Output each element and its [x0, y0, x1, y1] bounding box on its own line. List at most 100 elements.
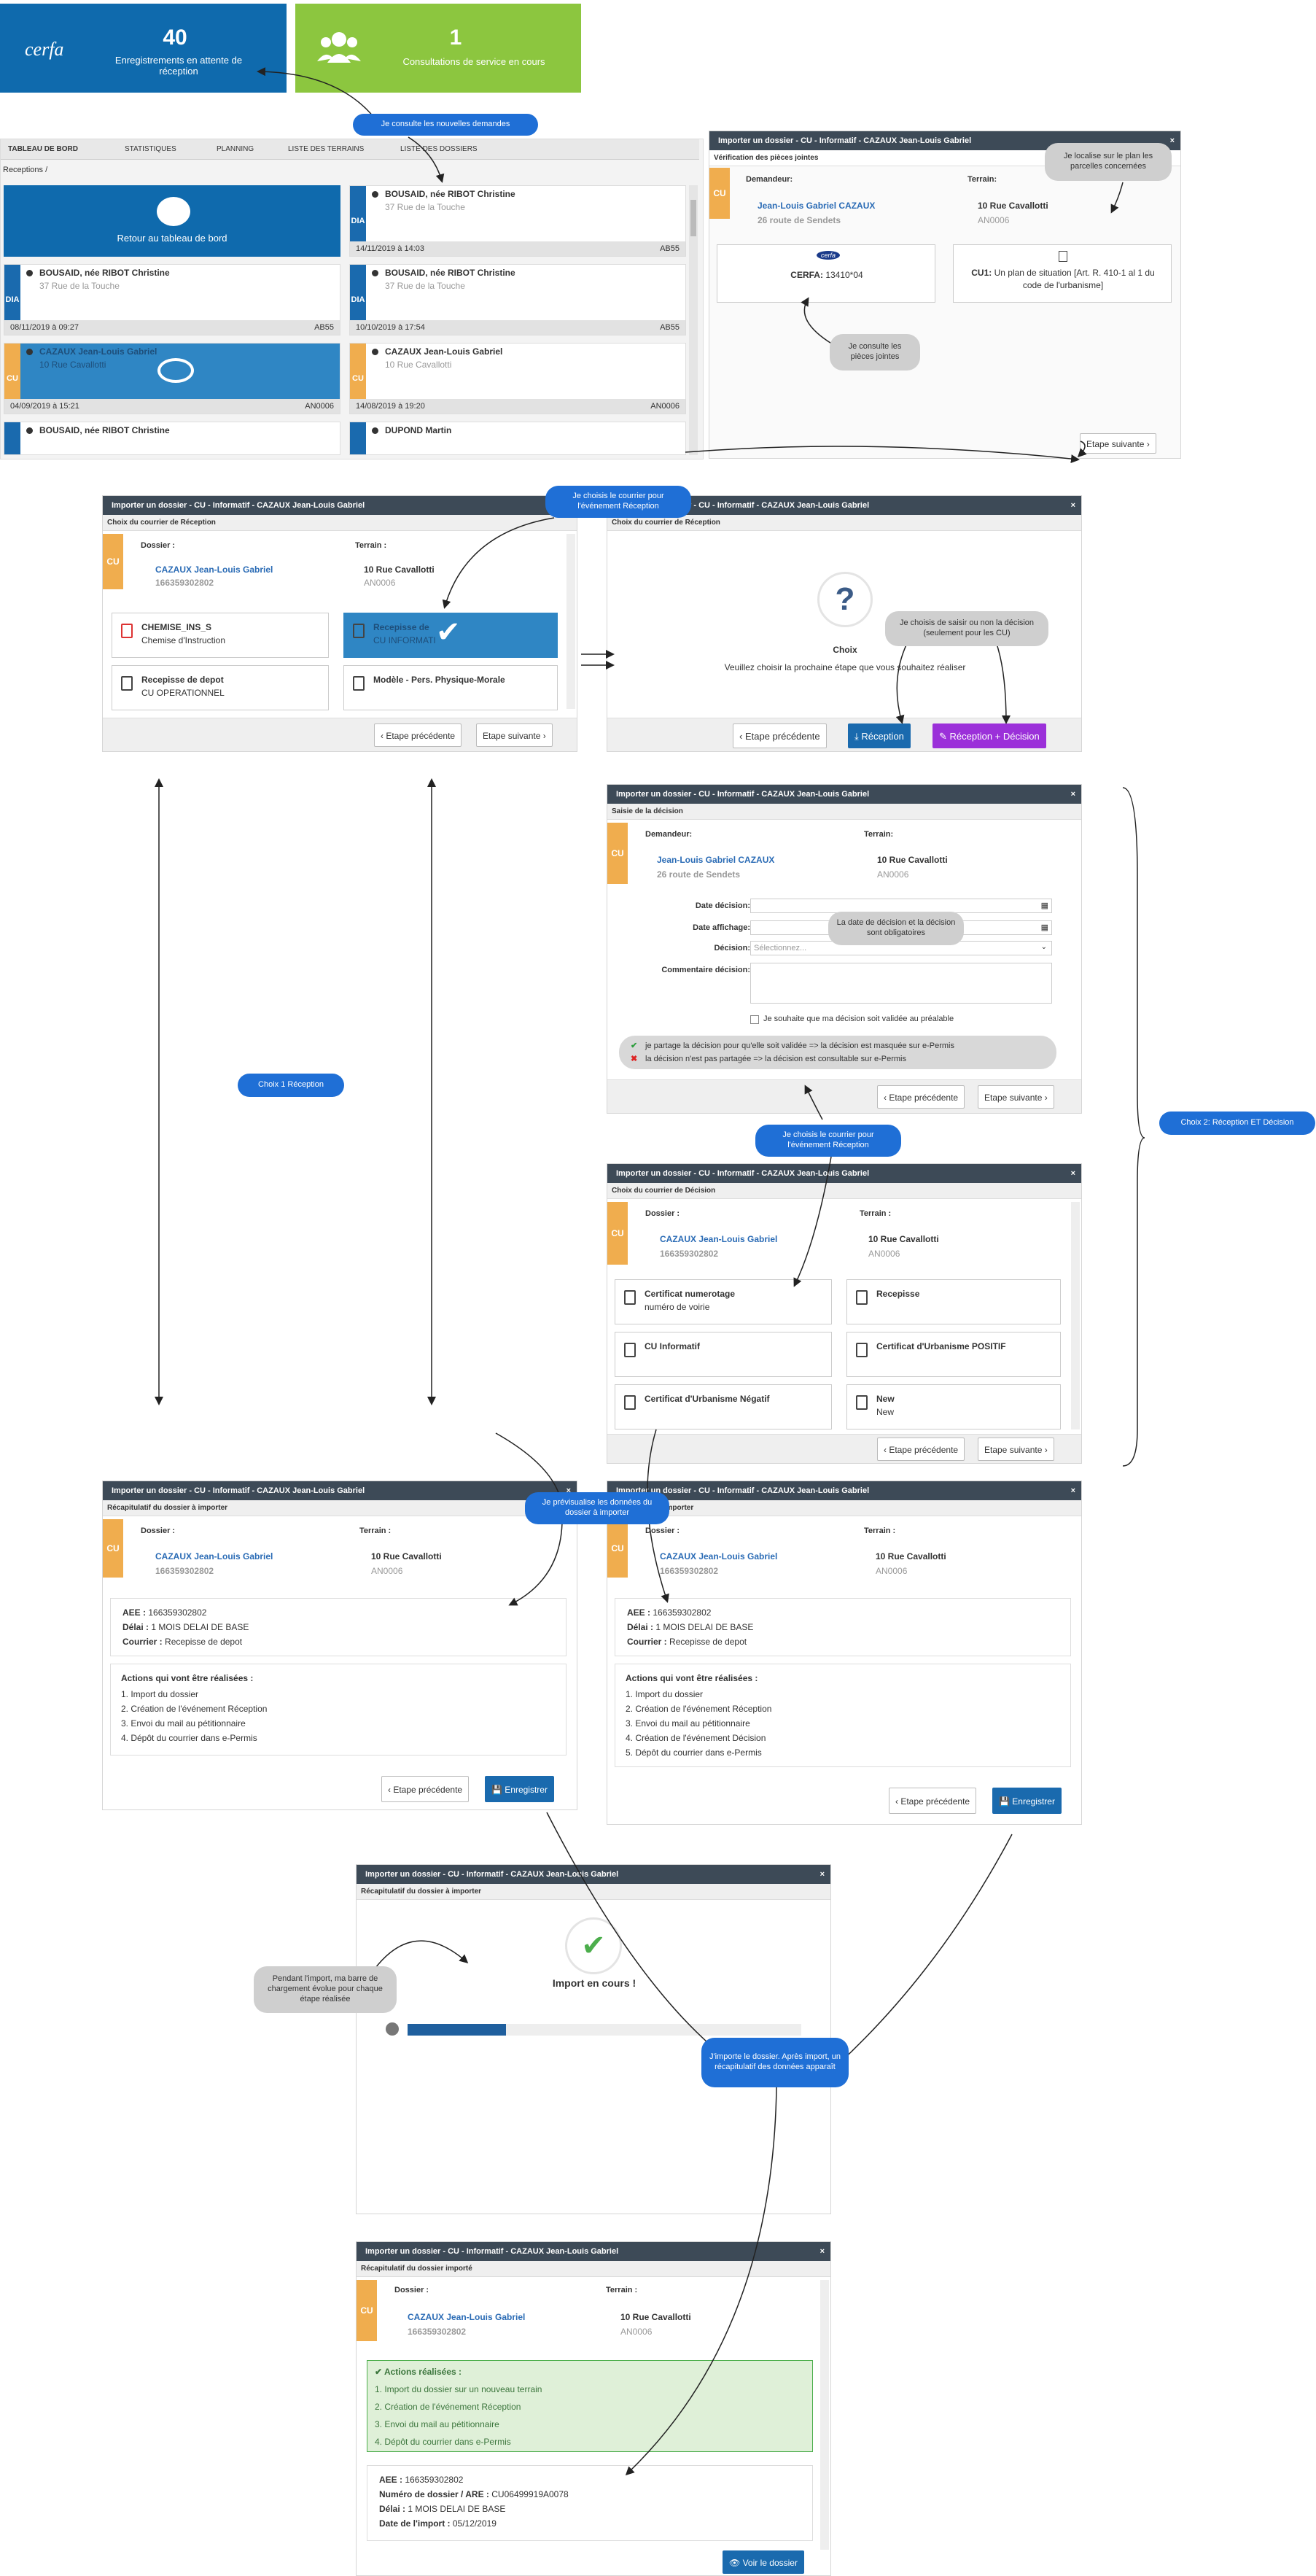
prev-step-button[interactable]: ‹ Etape précédente	[877, 1438, 965, 1461]
type-badge: CU	[4, 344, 20, 414]
tab-planning[interactable]: PLANNING	[217, 145, 254, 153]
document-icon	[121, 676, 133, 691]
dossier-link[interactable]: CAZAUX Jean-Louis Gabriel	[408, 2312, 526, 2322]
note-choix-2: Choix 2: Réception ET Décision	[1159, 1112, 1315, 1135]
demandeur-link[interactable]: Jean-Louis Gabriel CAZAUX	[657, 855, 775, 865]
back-to-dashboard-button[interactable]: Retour au tableau de bord	[4, 185, 340, 257]
close-icon[interactable]: ×	[1169, 136, 1175, 145]
cerfa-label: CERFA:	[790, 270, 823, 280]
courrier-card[interactable]: Recepisse	[846, 1279, 1061, 1324]
courrier-card[interactable]: Certificat d'Urbanisme Négatif	[615, 1384, 832, 1429]
terrain-address: 10 Rue Cavallotti	[364, 565, 435, 575]
type-badge: DIA	[350, 186, 366, 256]
tab-terrains[interactable]: LISTE DES TERRAINS	[288, 145, 365, 153]
modal-recap-reception: Importer un dossier - CU - Informatif - …	[102, 1481, 577, 1810]
close-icon[interactable]: ×	[819, 1870, 825, 1879]
close-icon[interactable]: ×	[566, 1486, 571, 1495]
dossier-link[interactable]: CAZAUX Jean-Louis Gabriel	[155, 565, 273, 575]
modal-subtitle: Récapitulatif du dossier à importer	[357, 1884, 830, 1900]
prev-step-button[interactable]: ‹ Etape précédente	[381, 1776, 470, 1802]
action-item: 3. Envoi du mail au pétitionnaire	[121, 1718, 246, 1729]
tile-ref: AN0006	[305, 402, 334, 411]
demandeur-link[interactable]: Jean-Louis Gabriel CAZAUX	[758, 201, 876, 211]
card-title: Certificat d'Urbanisme POSITIF	[876, 1341, 1006, 1351]
tab-dashboard[interactable]: TABLEAU DE BORD	[8, 145, 78, 153]
close-icon[interactable]: ×	[1070, 1169, 1075, 1178]
tile-ref: AB55	[660, 244, 680, 253]
close-icon[interactable]: ×	[1070, 790, 1075, 799]
cu1-card[interactable]: CU1: Un plan de situation [Art. R. 410-1…	[953, 244, 1172, 303]
next-step-button[interactable]: Etape suivante ›	[978, 1085, 1054, 1109]
prev-step-button[interactable]: ‹ Etape précédente	[374, 723, 462, 747]
view-dossier-label: Voir le dossier	[742, 2558, 798, 2568]
pending-count: 40	[163, 26, 187, 50]
user-icon	[372, 427, 378, 434]
document-icon	[624, 1395, 636, 1410]
tab-statistiques[interactable]: STATISTIQUES	[125, 145, 176, 153]
scrollbar[interactable]	[566, 534, 575, 709]
commentaire-textarea[interactable]	[750, 963, 1052, 1004]
tile-pending-receptions[interactable]: cerfa 40 Enregistrements en attente de r…	[0, 4, 287, 93]
note-nouvelles-demandes: Je consulte les nouvelles demandes	[353, 114, 538, 136]
terrain-label: Terrain :	[359, 1526, 392, 1535]
scrollbar[interactable]	[689, 185, 698, 455]
terrain-ref: AN0006	[877, 869, 909, 880]
commentaire-label: Commentaire décision:	[661, 966, 750, 974]
dossier-tile[interactable]: BOUSAID, née RIBOT Christine	[4, 422, 340, 455]
close-icon[interactable]: ×	[819, 2247, 825, 2256]
prev-step-button[interactable]: ‹ Etape précédente	[877, 1085, 965, 1109]
modal-title: Importer un dossier - CU - Informatif - …	[616, 1169, 870, 1178]
tile-ref: AB55	[660, 323, 680, 332]
close-icon[interactable]: ×	[1070, 501, 1075, 510]
courrier-card[interactable]: Certificat d'Urbanisme POSITIF	[846, 1332, 1061, 1377]
prev-label: Etape précédente	[386, 731, 456, 741]
cu-badge: CU	[607, 823, 628, 884]
tile-date: 04/09/2019 à 15:21	[10, 402, 79, 411]
prev-step-button[interactable]: ‹ Etape précédente	[889, 1788, 977, 1814]
modal-title: Importer un dossier - CU - Informatif - …	[365, 2247, 619, 2256]
dossier-link[interactable]: CAZAUX Jean-Louis Gabriel	[660, 1551, 778, 1561]
courrier-card[interactable]: CU Informatif	[615, 1332, 832, 1377]
view-dossier-button[interactable]: 👁 Voir le dossier	[723, 2550, 804, 2574]
dossier-tile[interactable]: DUPOND Martin	[349, 422, 686, 455]
delai-value: 1 MOIS DELAI DE BASE	[655, 1622, 754, 1632]
note-date-obligatoire: La date de décision et la décision sont …	[828, 912, 964, 945]
prev-step-button[interactable]: ‹ Etape précédente	[733, 723, 827, 748]
calendar-icon: ▦	[1040, 901, 1048, 910]
next-step-button[interactable]: Etape suivante ›	[1080, 433, 1156, 454]
modal-subtitle: Saisie de la décision	[607, 804, 1081, 820]
breadcrumb: Receptions /	[3, 166, 48, 174]
dossier-link[interactable]: CAZAUX Jean-Louis Gabriel	[660, 1234, 778, 1244]
courrier-card[interactable]: Modèle - Pers. Physique-Morale	[343, 665, 558, 710]
next-step-button[interactable]: Etape suivante ›	[978, 1438, 1054, 1461]
dossier-link[interactable]: CAZAUX Jean-Louis Gabriel	[155, 1551, 273, 1561]
action-item: 2. Création de l'événement Réception	[626, 1704, 772, 1714]
info-shared: je partage la décision pour qu'elle soit…	[645, 1041, 955, 1050]
reception-decision-button[interactable]: ✎ Réception + Décision	[933, 723, 1046, 748]
validate-checkbox[interactable]	[750, 1015, 759, 1024]
next-step-button[interactable]: Etape suivante ›	[476, 723, 553, 747]
cerfa-card[interactable]: cerfa CERFA: 13410*04	[717, 244, 935, 303]
eye-icon	[157, 358, 194, 383]
tile-consultations[interactable]: 1 Consultations de service en cours	[295, 4, 581, 93]
reception-button[interactable]: ⤓ Réception	[848, 723, 911, 748]
save-button[interactable]: 💾 Enregistrer	[485, 1776, 554, 1802]
tab-dossiers[interactable]: LISTE DES DOSSIERS	[400, 145, 478, 153]
save-button[interactable]: 💾 Enregistrer	[992, 1788, 1062, 1814]
scrollbar[interactable]	[1071, 1202, 1080, 1429]
choix-title: Choix	[833, 645, 857, 655]
close-icon[interactable]: ×	[1070, 1486, 1075, 1495]
dossier-number: 166359302802	[408, 2327, 467, 2337]
scrollbar[interactable]	[820, 2280, 829, 2550]
